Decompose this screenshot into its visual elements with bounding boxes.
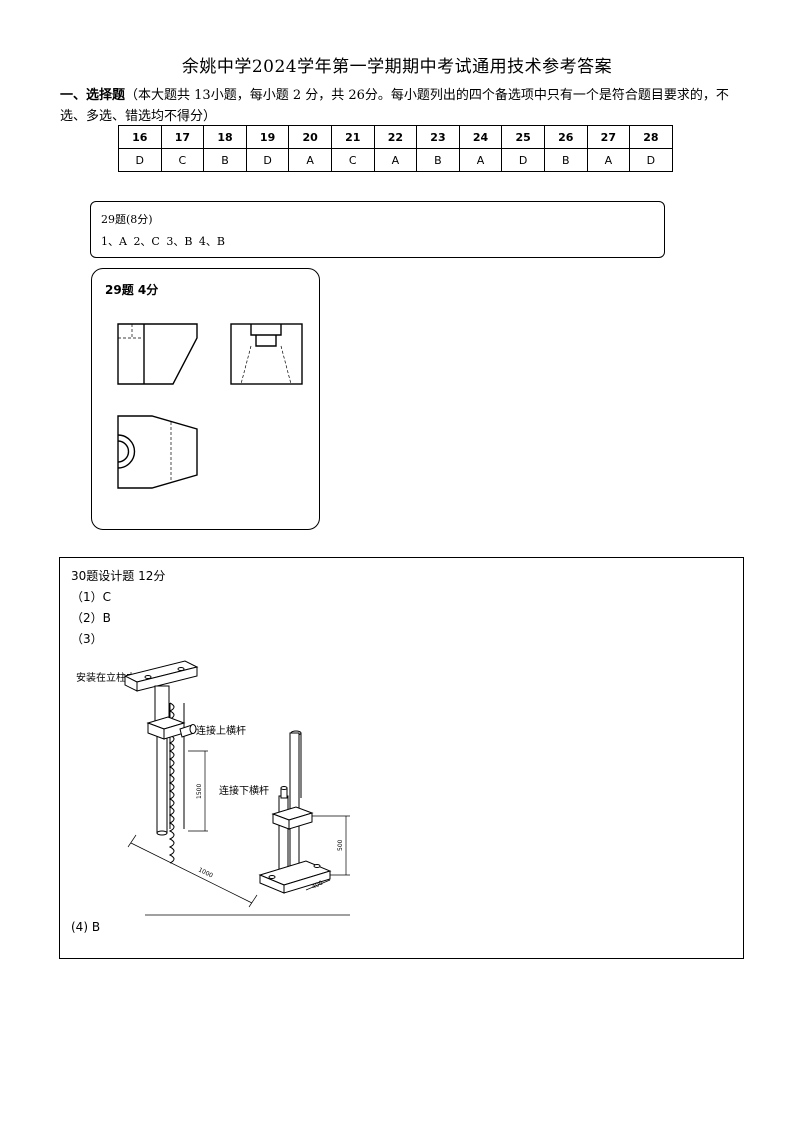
answer-cell: D — [501, 148, 545, 172]
answer-cell: A — [458, 148, 503, 172]
answer-cell: C — [330, 148, 375, 172]
question-number-cell: 28 — [629, 125, 673, 149]
question-number-cell: 18 — [203, 125, 247, 149]
label-install-in-column: 安装在立柱内 — [76, 673, 136, 684]
dim-1500: 1500 — [196, 784, 203, 799]
question-number-cell: 25 — [501, 125, 545, 149]
answer-cell: A — [373, 148, 418, 172]
question-number-cell: 20 — [288, 125, 332, 149]
q29-drawing-box: 29题 4分 — [91, 268, 320, 530]
label-connect-lower-bar: 连接下横杆 — [219, 786, 269, 797]
question-number-cell: 17 — [160, 125, 205, 149]
question-number-cell: 27 — [586, 125, 631, 149]
question-number-cell: 26 — [543, 125, 588, 149]
q29-drawing-header: 29题 4分 — [105, 283, 159, 297]
answer-cell: A — [288, 148, 332, 172]
section1-heading: 一、选择题 — [60, 88, 126, 103]
answer-cell: C — [160, 148, 205, 172]
section1-instructions: 一、选择题（本大题共 13小题，每小题 2 分，共 26分。每小题列出的四个备选… — [60, 85, 750, 127]
dim-500: 500 — [337, 839, 344, 851]
dim-400: 400 — [311, 879, 325, 890]
answer-cell: D — [245, 148, 290, 172]
q30-answer-4: (4) B — [71, 920, 101, 934]
answer-cell: B — [203, 148, 247, 172]
answer-cell: A — [586, 148, 631, 172]
design-sketch: 1500 1000 500 400 — [123, 660, 350, 916]
q30-answer-2: （2）B — [71, 611, 111, 625]
q30-answer-1: （1）C — [71, 590, 112, 604]
label-connect-upper-bar: 连接上横杆 — [196, 726, 246, 737]
dim-1000: 1000 — [197, 867, 214, 880]
question-number-cell: 21 — [330, 125, 375, 149]
answer-cell: B — [543, 148, 588, 172]
question-number-cell: 24 — [458, 125, 503, 149]
q29-header: 29题(8分) — [101, 213, 153, 226]
q30-answer-3: （3） — [71, 632, 103, 646]
answer-cell: B — [416, 148, 460, 172]
q30-header: 30题设计题 12分 — [71, 569, 166, 583]
question-number-cell: 22 — [373, 125, 418, 149]
page-title: 余姚中学2024学年第一学期期中考试通用技术参考答案 — [181, 57, 613, 77]
three-view-drawing — [117, 323, 303, 489]
q30-answer-box: 30题设计题 12分 （1）C （2）B （3） (4) B 安装在立柱内 连接… — [59, 557, 744, 959]
question-number-cell: 23 — [416, 125, 460, 149]
question-number-cell: 16 — [118, 125, 162, 149]
answer-cell: D — [118, 148, 162, 172]
section1-desc: （本大题共 13小题，每小题 2 分，共 26分。每小题列出的四个备选项中只有一… — [60, 88, 729, 124]
question-number-cell: 19 — [245, 125, 290, 149]
answer-cell: D — [629, 148, 673, 172]
q29-answer-box: 29题(8分) 1、A 2、C 3、B 4、B — [90, 201, 665, 258]
q29-answers: 1、A 2、C 3、B 4、B — [101, 235, 226, 248]
